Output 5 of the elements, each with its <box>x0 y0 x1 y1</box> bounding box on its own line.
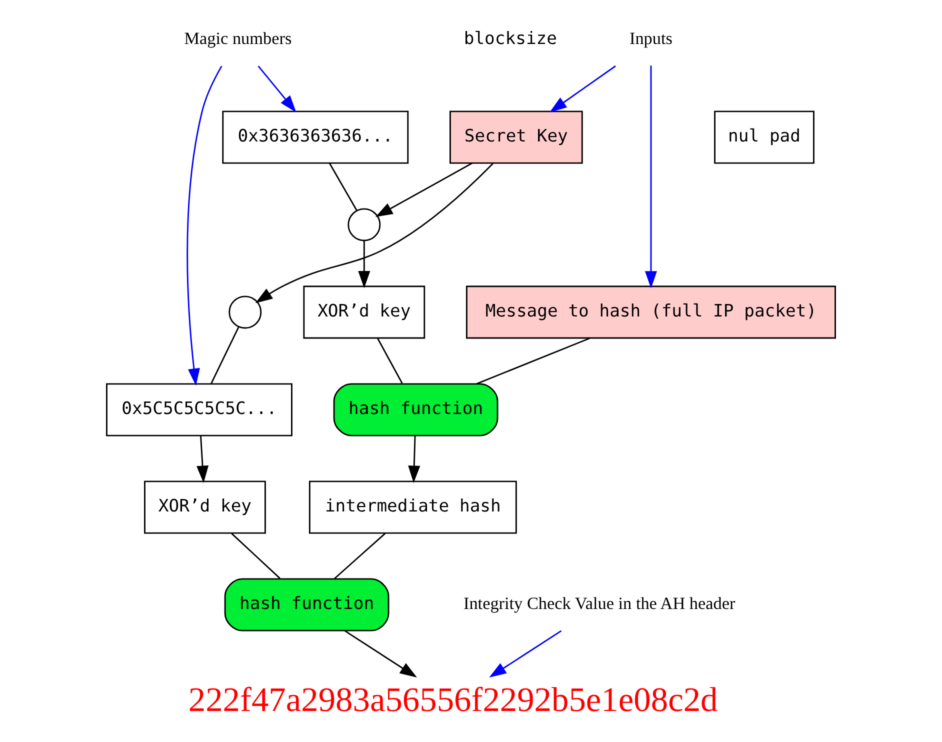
node-text: Magic numbers <box>184 29 292 48</box>
node-text: Integrity Check Value in the AH header <box>463 594 736 614</box>
node-text: Inputs <box>629 29 672 48</box>
label: blocksize <box>464 29 558 50</box>
node-text: 222f47a2983a56556f2292b5e1e08c2d <box>188 681 718 720</box>
